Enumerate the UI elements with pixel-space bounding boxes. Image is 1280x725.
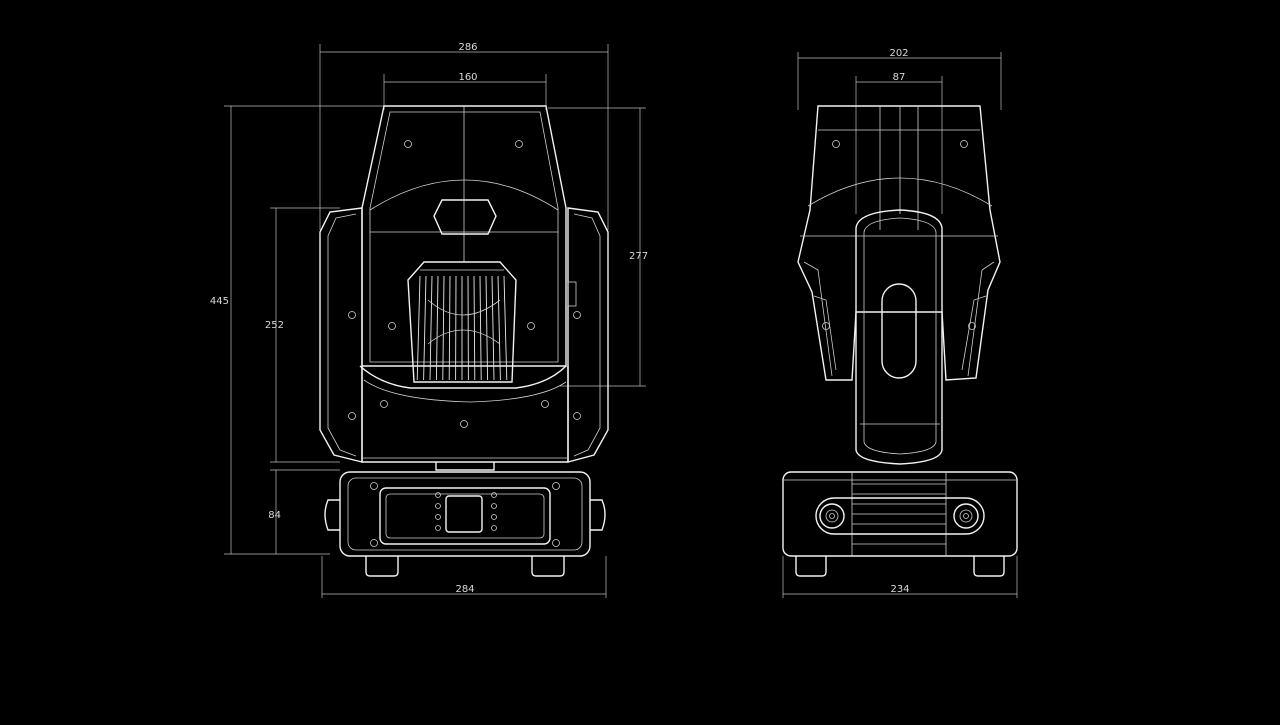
front-lower-body [362,366,568,462]
side-foot-right [974,556,1004,576]
dim-label-base-height: 84 [268,510,281,521]
lens-fin [424,276,426,380]
front-view: 286 160 445 252 277 [210,42,648,598]
lens-fin [474,276,475,380]
side-base-handle [816,498,984,534]
lens-fin [486,276,488,380]
front-head [362,106,566,366]
front-head-badge [434,200,496,234]
dim-label-base-depth: 234 [890,584,909,595]
dim-head-height: 277 [548,108,648,386]
side-view: 202 87 234 [783,48,1017,598]
front-foot-right [532,556,564,576]
side-arm-slot [882,284,916,378]
side-base [783,472,1017,576]
lens-fin [449,276,450,380]
lens-fin [498,276,500,380]
side-head [798,106,1000,380]
lens-fin [480,276,481,380]
dim-base-depth: 234 [783,556,1017,598]
dim-label-base-width: 284 [455,584,474,595]
dim-label-head-height: 277 [629,251,648,262]
front-base-left-handle [325,500,340,530]
dim-yoke-height: 252 [265,208,340,462]
lens-fin [436,276,438,380]
side-foot-left [796,556,826,576]
lens-fin [504,276,507,380]
dim-arm-width: 87 [856,72,942,214]
dim-label-yoke-height: 252 [265,320,284,331]
front-lens [360,262,566,402]
dim-overall-height: 445 [210,106,388,554]
dim-label-arm-width: 87 [893,72,906,83]
front-yoke-right-arm [568,208,608,462]
side-yoke-arm [856,210,942,464]
lens-fin [430,276,432,380]
front-base [325,472,605,576]
side-base-knob-right [954,504,978,528]
front-base-right-handle [590,500,605,530]
lens-fin [492,276,494,380]
front-neck [436,462,494,470]
front-foot-left [366,556,398,576]
lens-fin [417,276,420,380]
side-base-knob-left [820,504,844,528]
dim-base-height: 84 [268,470,340,554]
dim-label-head-depth: 202 [889,48,908,59]
display-screen [446,496,482,532]
front-yoke-left-arm [320,208,362,462]
dim-label-overall-width: 286 [458,42,477,53]
dim-head-top-width: 160 [384,72,546,110]
dim-label-overall-height: 445 [210,296,229,307]
dim-label-head-top-width: 160 [458,72,477,83]
lens-fin [443,276,444,380]
